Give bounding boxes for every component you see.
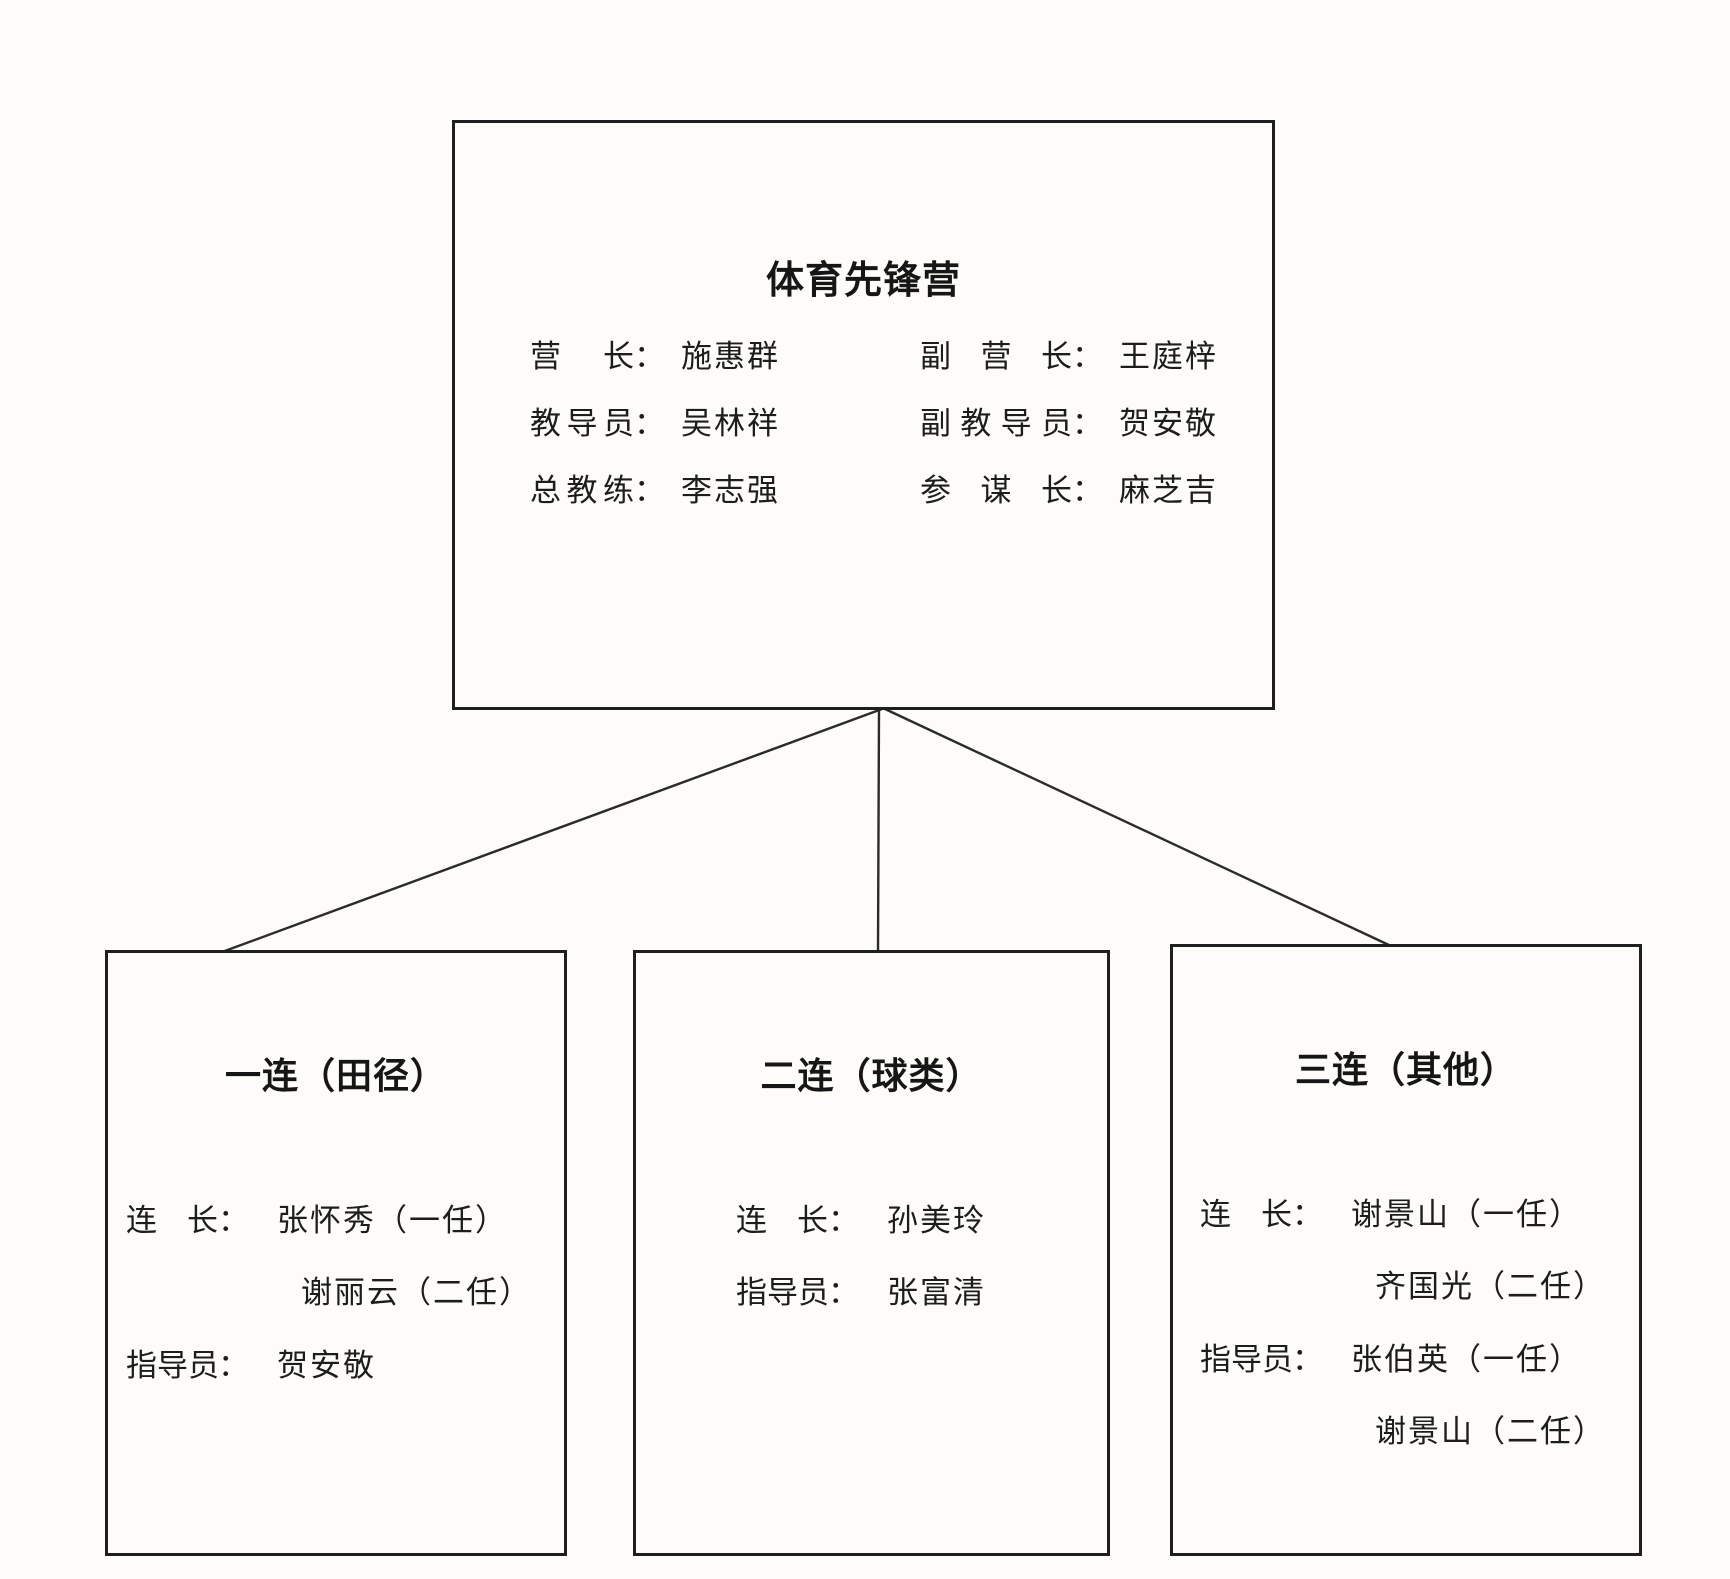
company-2-role-instructor: 指导员： 张富清 (736, 1273, 986, 1313)
company-1-title: 一连（田径） (224, 1056, 447, 1096)
role-label: 总教练 (530, 473, 634, 508)
role-name: 施惠群 (681, 339, 780, 374)
colon: ： (1072, 406, 1105, 441)
role-name: 吴林祥 (681, 406, 780, 441)
colon: ： (634, 406, 667, 441)
role-name: 贺安敬 (1119, 406, 1218, 441)
colon: ： (1292, 1197, 1325, 1232)
role-label: 副教导员 (920, 406, 1072, 441)
colon: ： (828, 1203, 861, 1238)
role-label: 参谋长 (920, 473, 1072, 508)
role-label: 教导员 (530, 406, 634, 441)
company-3-role-instructor-second: 谢景山（二任） (1200, 1412, 1606, 1452)
battalion-role-deputy-instructor: 副教导员： 贺安敬 (920, 404, 1218, 444)
company-2-box: 二连（球类） 连长：孙美玲 指导员：张富清 (633, 950, 1110, 1556)
role-name: 张伯英（一任） (1351, 1342, 1582, 1377)
company-3-role-leader-second: 齐国光（二任） (1200, 1267, 1606, 1307)
company-3-title: 三连（其他） (1294, 1050, 1517, 1090)
company-2-title: 二连（球类） (760, 1056, 983, 1096)
role-name: 谢景山（二任） (1375, 1414, 1606, 1449)
company-3-box: 三连（其他） 连长：谢景山（一任） 齐国光（二任） 指导员：张伯英（一任） 谢景… (1170, 944, 1642, 1556)
colon: ： (218, 1348, 251, 1383)
company-3-role-leader: 连长： 谢景山（一任） (1200, 1195, 1582, 1235)
colon: ： (1072, 339, 1105, 374)
role-name: 贺安敬 (277, 1348, 376, 1383)
colon: ： (828, 1275, 861, 1310)
company-1-role-instructor: 指导员： 贺安敬 (126, 1346, 376, 1386)
role-name: 王庭梓 (1119, 339, 1218, 374)
role-name: 齐国光（二任） (1375, 1269, 1606, 1304)
role-name: 李志强 (681, 473, 780, 508)
role-name: 麻芝吉 (1119, 473, 1218, 508)
company-2-role-leader: 连长： 孙美玲 (736, 1201, 986, 1241)
company-1-box: 一连（田径） 连长：张怀秀（一任） 谢丽云（二任） 指导员：贺安敬 (105, 950, 567, 1556)
role-label: 连长 (126, 1203, 218, 1238)
role-name: 谢丽云（二任） (301, 1275, 532, 1310)
battalion-role-instructor: 教导员： 吴林祥 (530, 404, 780, 444)
connector-line-company-1 (221, 707, 883, 954)
colon: ： (1292, 1342, 1325, 1377)
connector-line-company-2 (876, 708, 881, 952)
role-name: 孙美玲 (887, 1203, 986, 1238)
connector-line-company-3 (884, 707, 1392, 948)
battalion-role-chief-of-staff: 参谋长： 麻芝吉 (920, 471, 1218, 511)
role-label: 连长 (1200, 1197, 1292, 1232)
role-label: 连长 (736, 1203, 828, 1238)
battalion-role-commander: 营长： 施惠群 (530, 337, 780, 377)
indent-spacer (1200, 1412, 1349, 1413)
company-3-role-instructor: 指导员： 张伯英（一任） (1200, 1340, 1582, 1380)
role-label: 指导员 (1200, 1342, 1293, 1377)
battalion-box: 体育先锋营 营长：施惠群 教导员：吴林祥 总教练：李志强 副营长：王庭梓 副教导… (452, 120, 1275, 710)
role-label: 营长 (530, 339, 634, 374)
battalion-role-deputy-commander: 副营长： 王庭梓 (920, 337, 1218, 377)
role-name: 张怀秀（一任） (277, 1203, 508, 1238)
company-1-role-leader-second: 谢丽云（二任） (126, 1273, 532, 1313)
colon: ： (1072, 473, 1105, 508)
role-name: 谢景山（一任） (1351, 1197, 1582, 1232)
role-label: 指导员 (126, 1348, 219, 1383)
indent-spacer (1200, 1267, 1349, 1268)
colon: ： (218, 1203, 251, 1238)
indent-spacer (126, 1273, 275, 1274)
role-label: 指导员 (736, 1275, 829, 1310)
colon: ： (634, 339, 667, 374)
company-1-role-leader: 连长： 张怀秀（一任） (126, 1201, 508, 1241)
role-label: 副营长 (920, 339, 1072, 374)
colon: ： (634, 473, 667, 508)
battalion-title: 体育先锋营 (765, 260, 961, 302)
battalion-role-head-coach: 总教练： 李志强 (530, 471, 780, 511)
role-name: 张富清 (887, 1275, 986, 1310)
